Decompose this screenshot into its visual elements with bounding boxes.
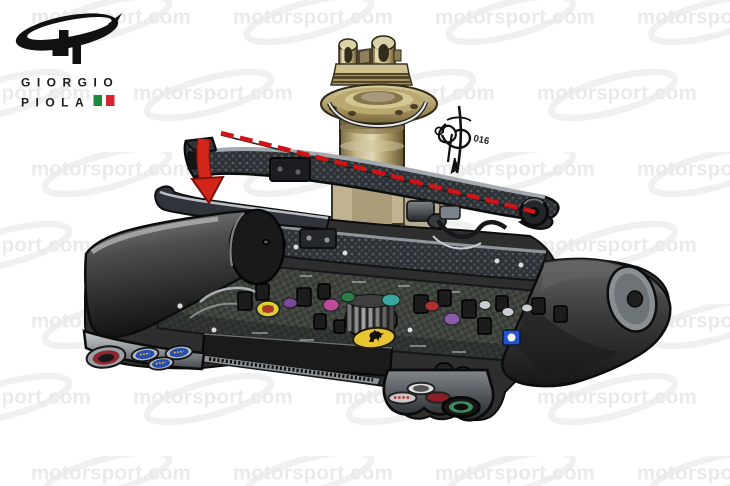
svg-text:016: 016	[472, 133, 490, 147]
svg-text:PIOLA: PIOLA	[21, 96, 90, 110]
svg-text:GIORGIO: GIORGIO	[21, 76, 119, 90]
